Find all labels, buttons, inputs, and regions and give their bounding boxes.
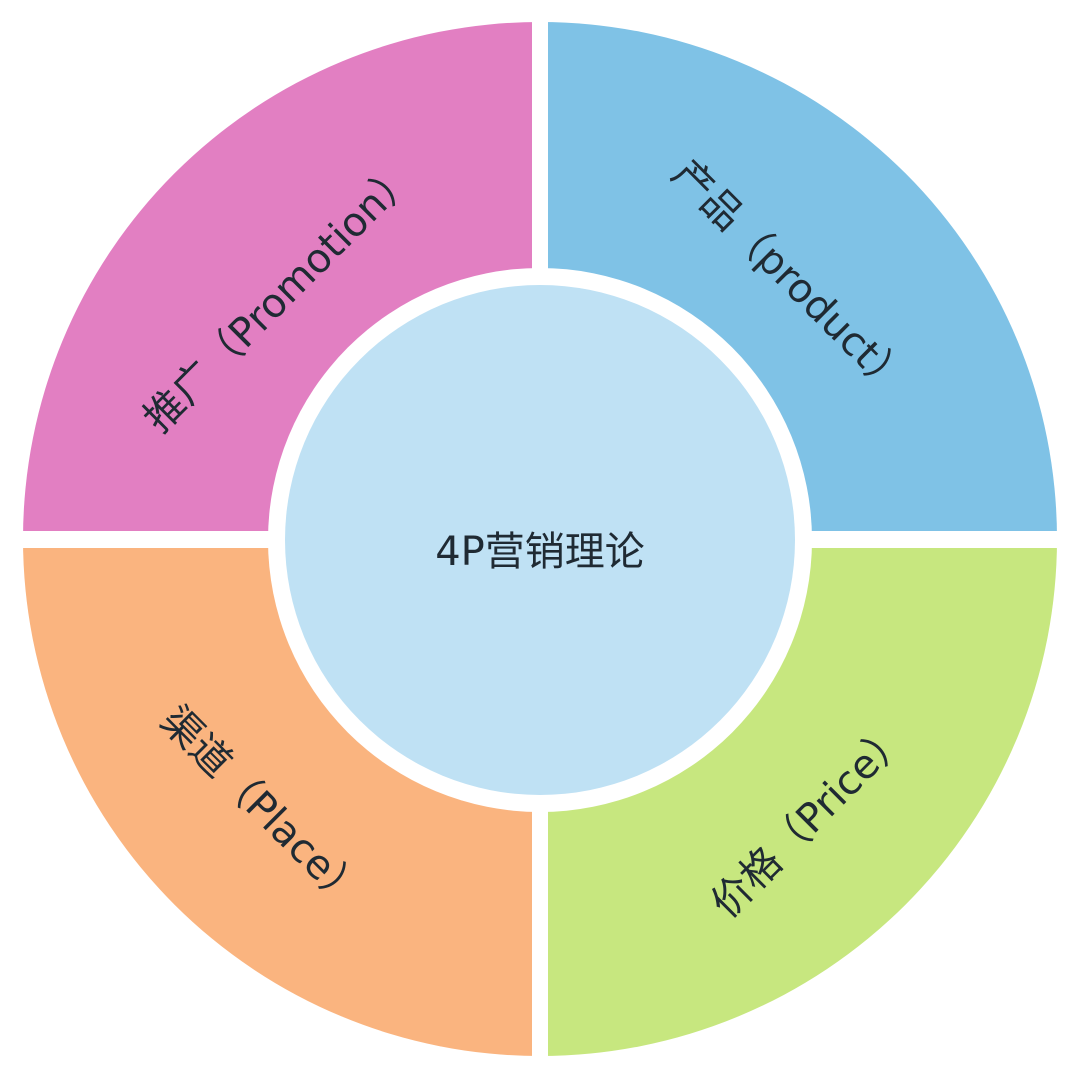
center-title: 4P营销理论 bbox=[435, 529, 645, 575]
center-circle bbox=[285, 285, 795, 795]
